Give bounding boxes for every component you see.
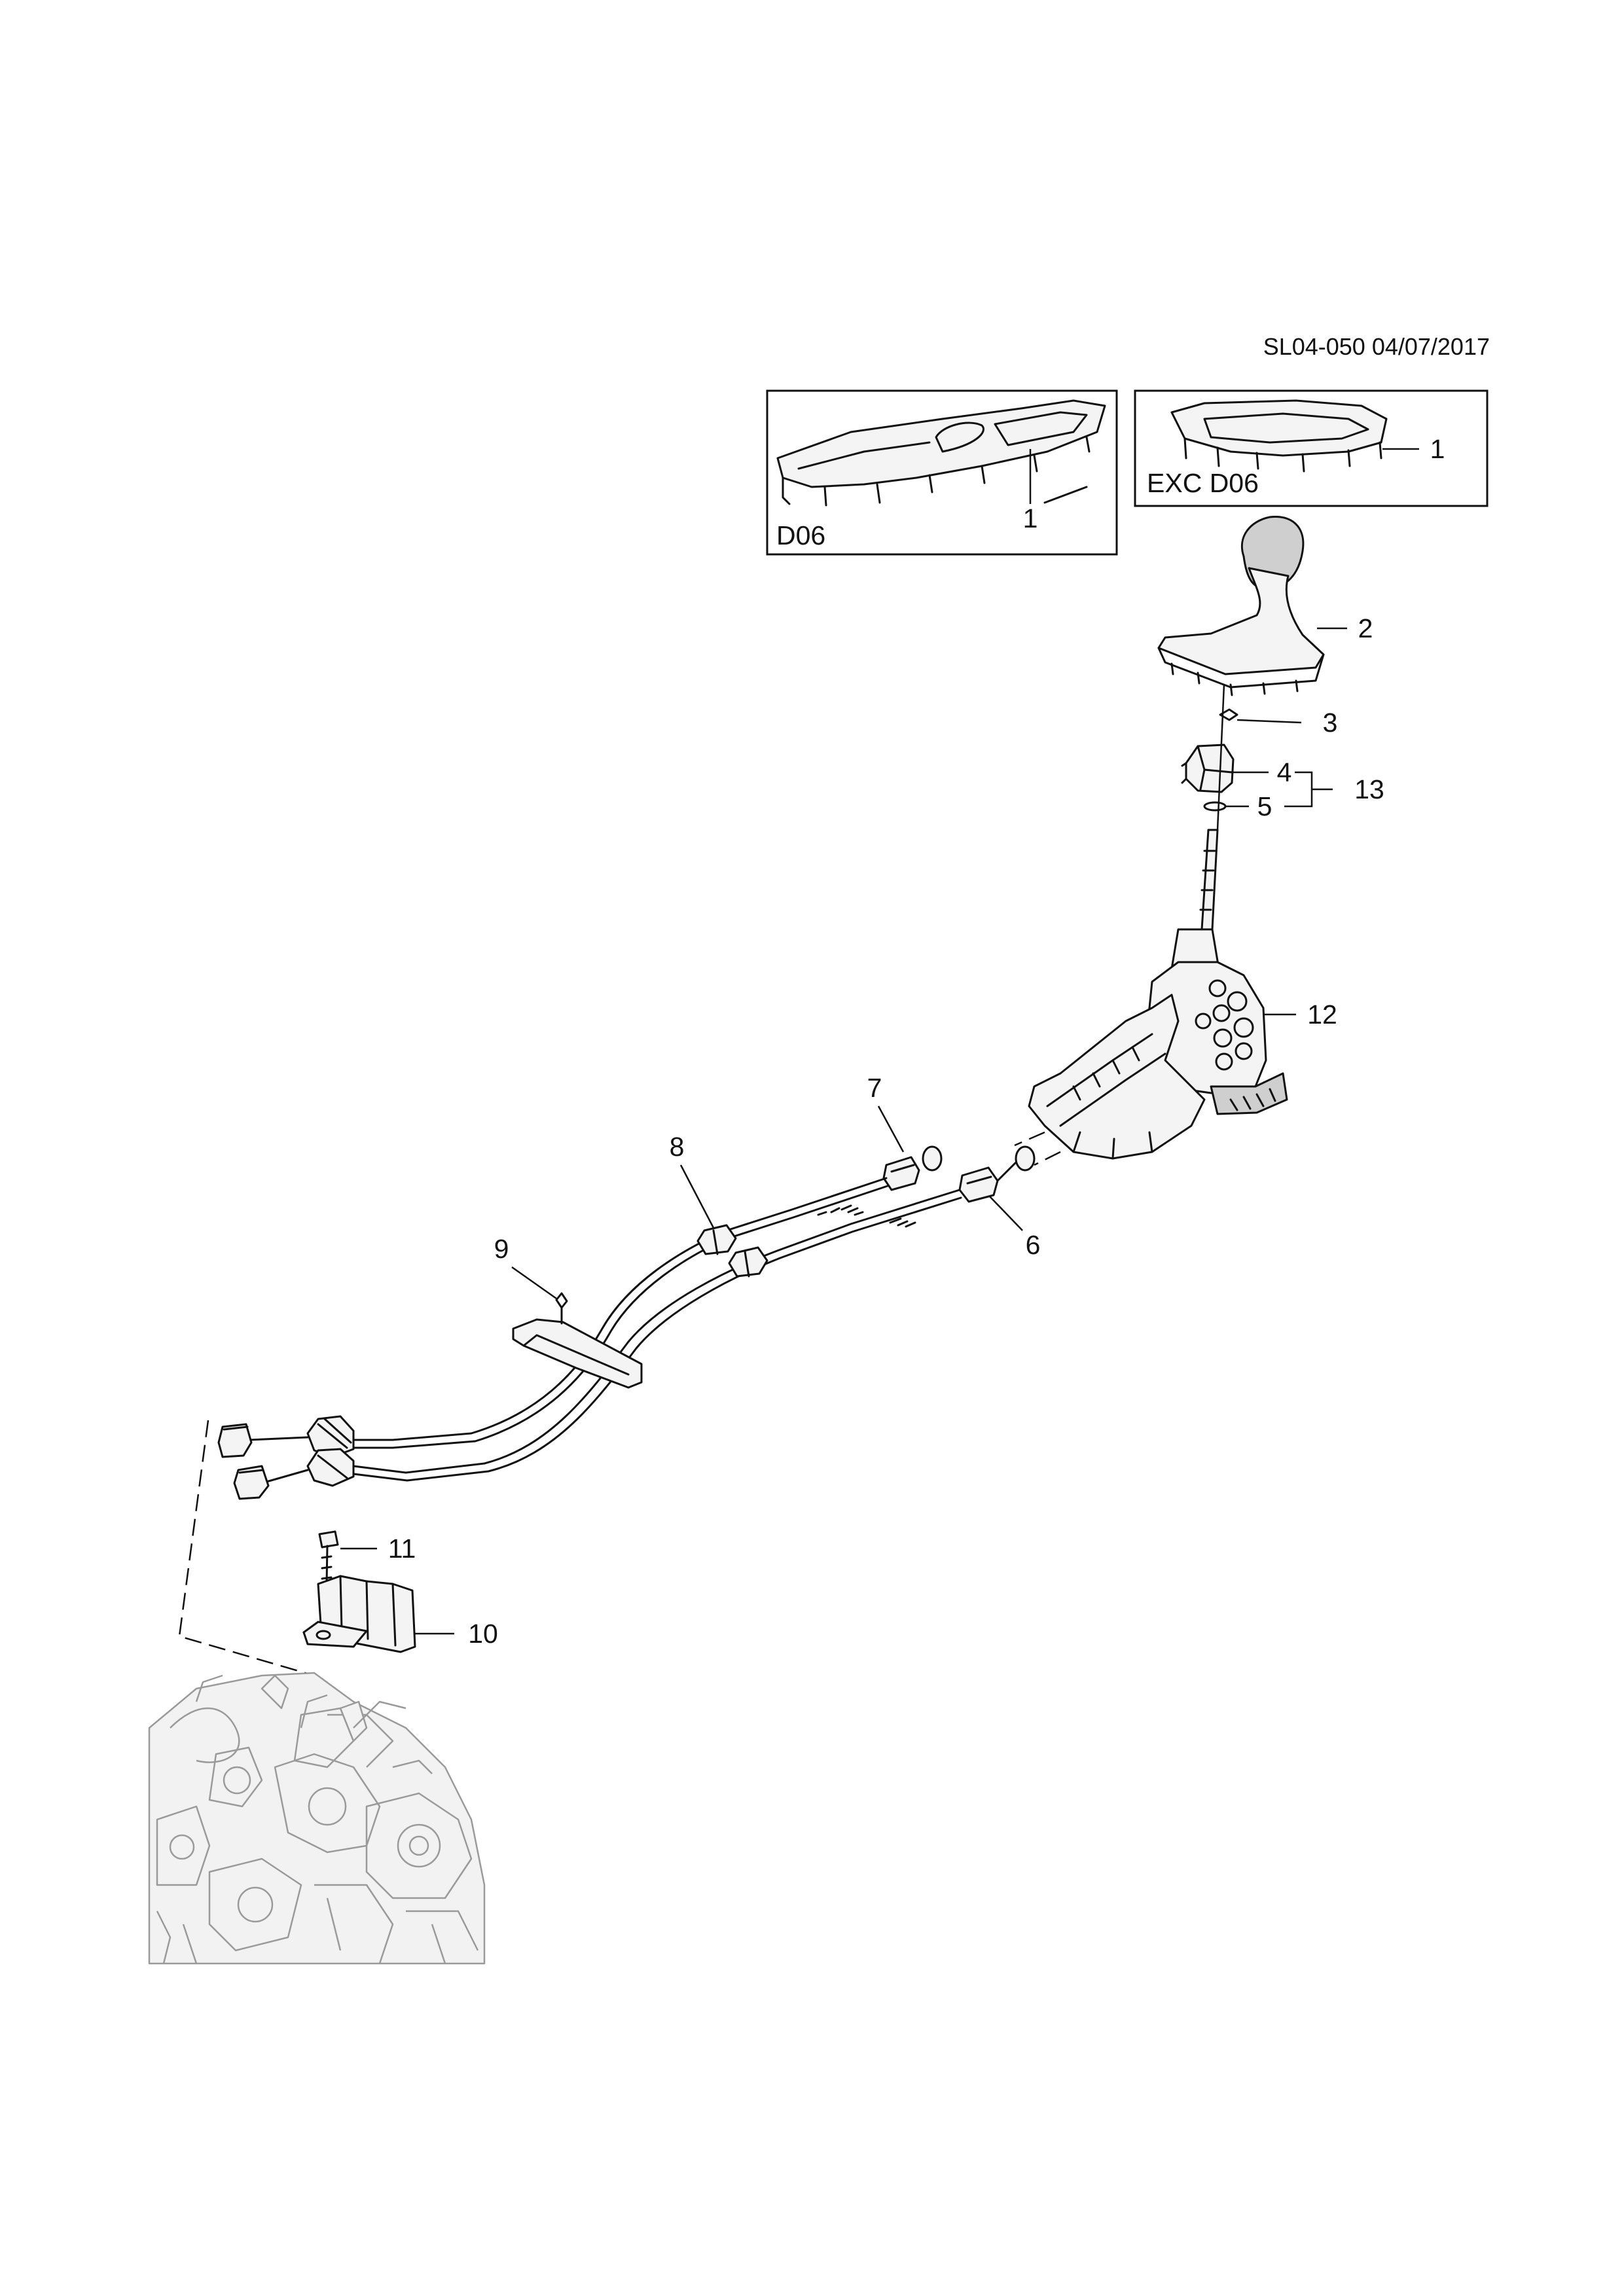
callout-11: 11 [388,1534,416,1564]
console-trim-d06-drawing [776,399,1106,507]
transmission-cable-ends [217,1415,355,1500]
callout-7-leader [877,1105,905,1153]
callout-6: 6 [1026,1230,1041,1260]
mounting-bracket-part [302,1575,416,1653]
shifter-housing-part [1028,829,1288,1160]
exc-d06-label: EXC D06 [1147,468,1259,498]
clip-part [1219,708,1238,721]
callout-13-bracket [1284,771,1333,808]
callout-8: 8 [670,1132,685,1162]
console-trim-exc-d06-drawing [1170,399,1388,473]
transmission-background-drawing [148,1672,486,1965]
d06-label: D06 [776,520,825,550]
sleeve-part [1181,744,1235,793]
cable-end-upper-part [882,1145,943,1191]
callout-5: 5 [1257,791,1272,821]
alignment-line-lower [1034,1151,1061,1166]
shift-cables-part [352,1177,962,1482]
inset-exc-d06-frame [1134,389,1489,507]
callout-4: 4 [1277,757,1292,787]
callout-8-leader [679,1164,715,1229]
callout-6-leader [989,1196,1023,1231]
ring-part [1203,801,1227,812]
callout-3-leader [1236,719,1302,724]
alignment-line-upper [1014,1131,1045,1147]
cable-end-lower-part [958,1145,1036,1203]
inset-d06: 1 D06 [766,389,1118,556]
callout-9: 9 [494,1234,509,1264]
d06-callout: 1 [1023,503,1038,533]
shift-knob-boot-part [1157,515,1325,696]
diagram-reference: SL04-050 04/07/2017 [1263,333,1490,360]
assembly-axis-line [1216,684,1225,831]
callout-7: 7 [867,1073,882,1103]
inset-exc-d06: 1 EXC D06 [1134,389,1489,507]
callout-2: 2 [1358,613,1373,643]
callout-3: 3 [1323,708,1338,738]
callout-13: 13 [1354,774,1384,804]
callout-12: 12 [1307,999,1337,1030]
cable-bracket-part [512,1292,643,1389]
callout-10: 10 [468,1619,498,1649]
exc-d06-callout: 1 [1430,434,1445,464]
callout-9-leader [511,1266,557,1300]
inset-d06-frame [766,389,1118,556]
